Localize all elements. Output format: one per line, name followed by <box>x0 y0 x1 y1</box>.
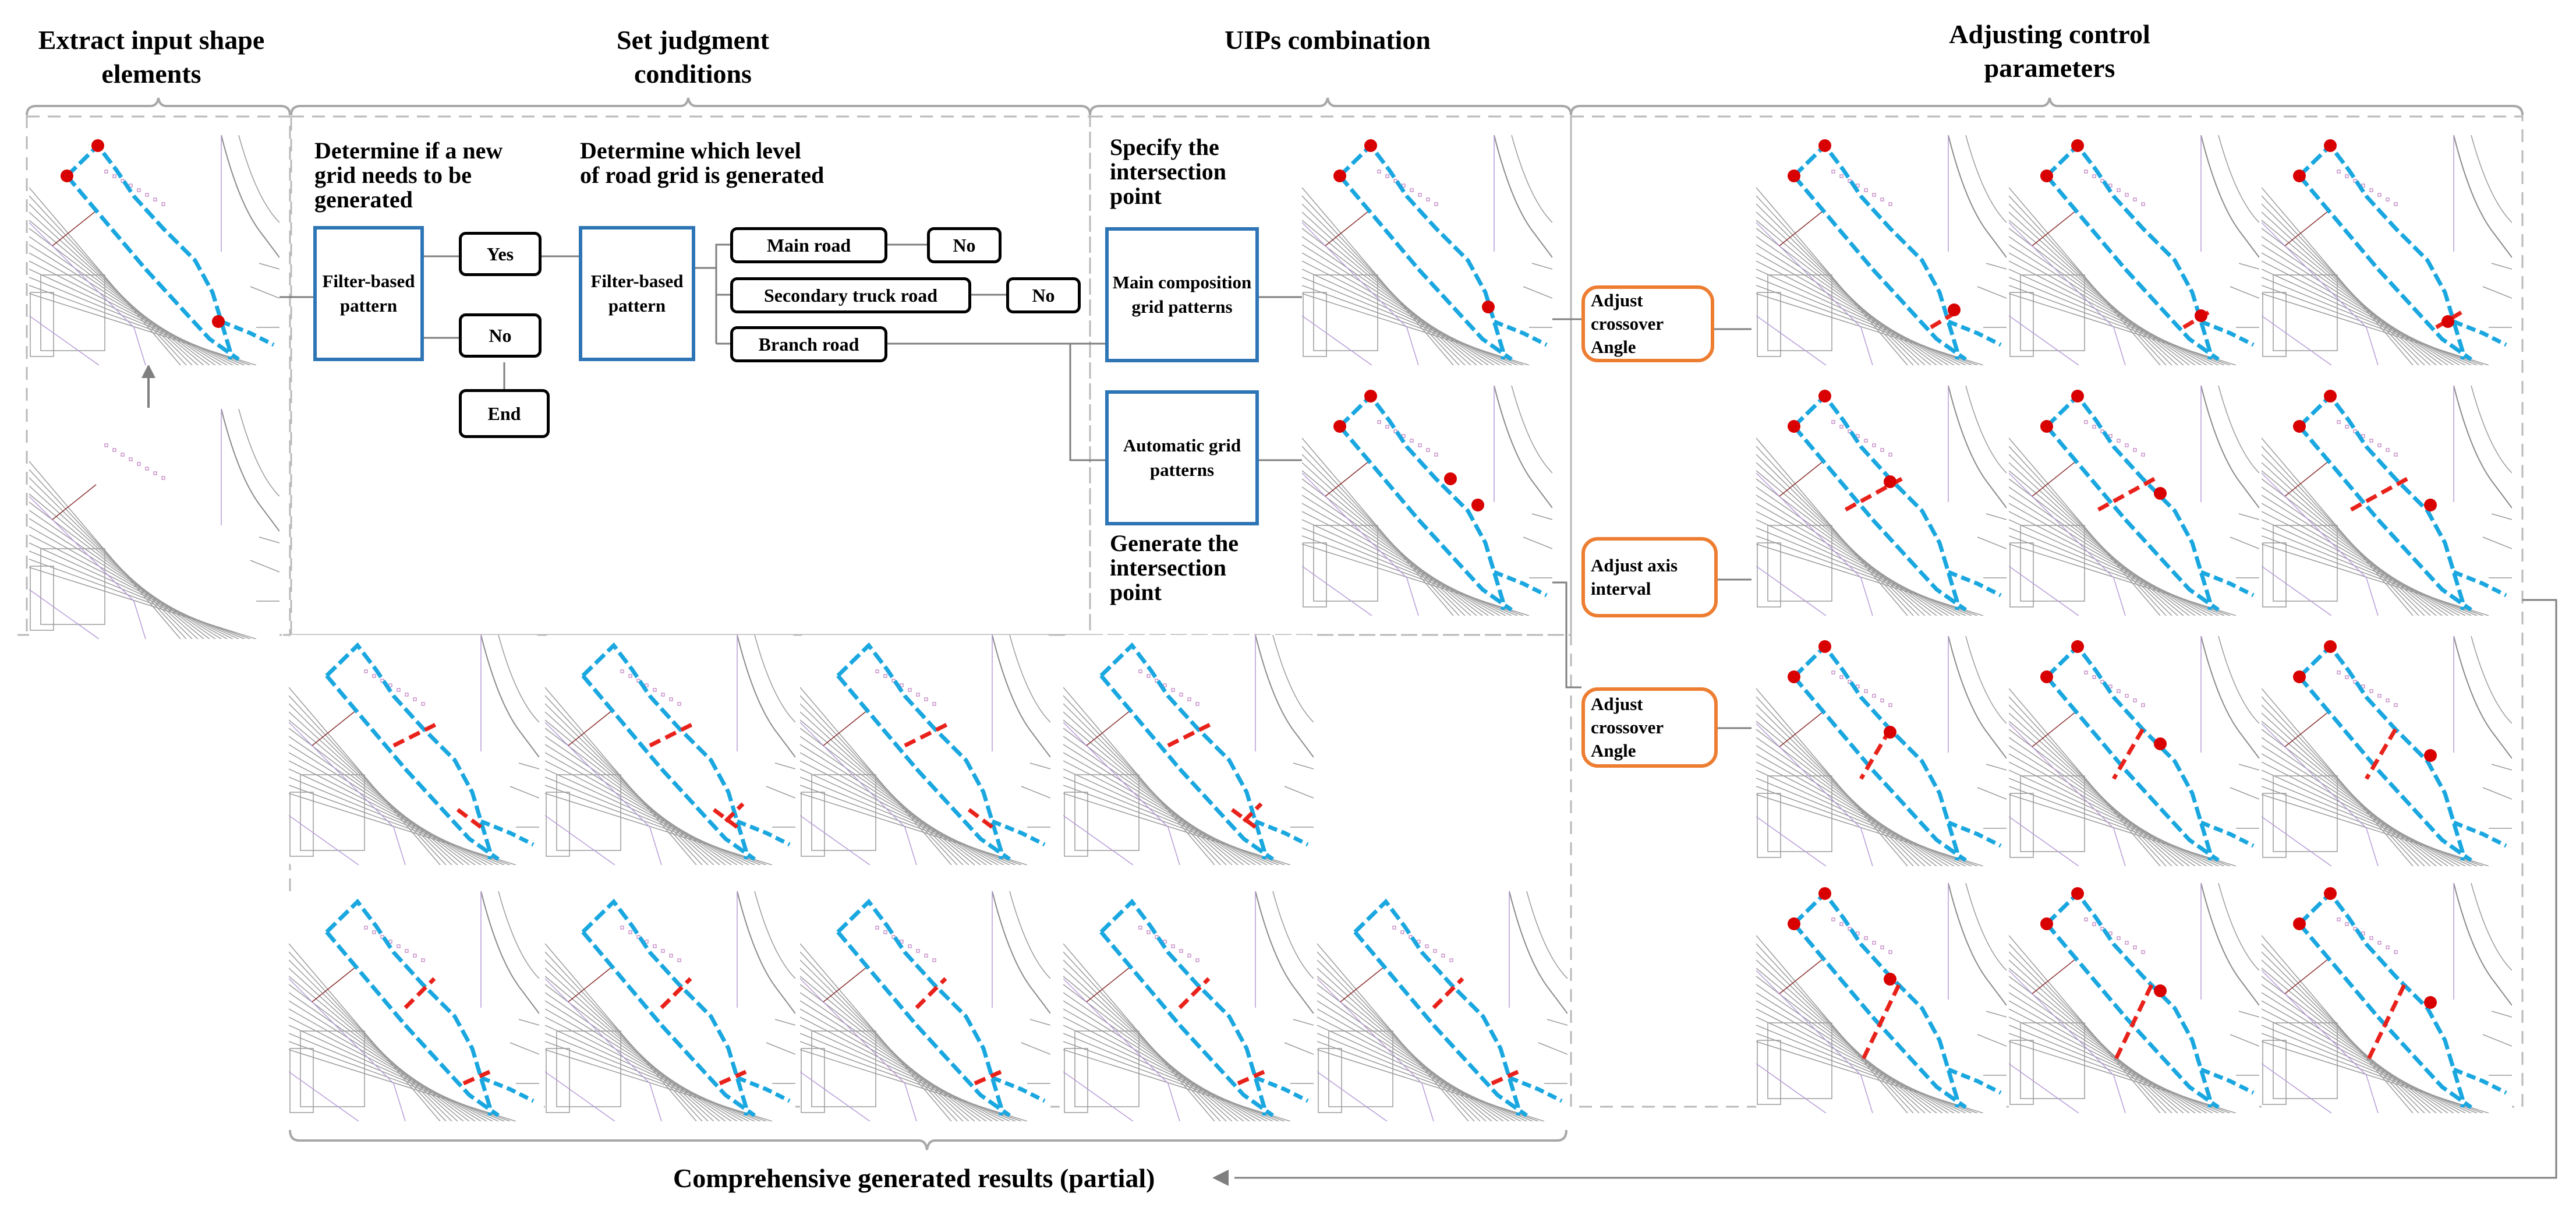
automatic-grid-box: Automatic grid patterns <box>1105 390 1259 525</box>
map-thumbnail <box>2261 882 2513 1114</box>
map-thumbnail-drawing <box>1301 385 1553 616</box>
map-thumbnail-drawing <box>799 891 1051 1122</box>
map-thumbnail-drawing <box>1756 385 2007 616</box>
map-thumbnail-drawing <box>1301 135 1553 366</box>
map-thumbnail <box>29 135 280 366</box>
map-thumbnail <box>1317 891 1568 1122</box>
heading-adjusting: Adjusting control parameters <box>1949 19 2150 83</box>
brace-judgment <box>290 97 1091 116</box>
filter-pattern-box-1: Filter-based pattern <box>313 226 424 361</box>
map-thumbnail <box>799 891 1051 1122</box>
map-thumbnail <box>1756 882 2007 1114</box>
map-thumbnail <box>29 408 280 640</box>
map-thumbnail <box>2261 135 2513 366</box>
yes-node: Yes <box>459 232 542 276</box>
map-thumbnail-drawing <box>1063 634 1314 866</box>
map-thumbnail-drawing <box>2008 882 2260 1114</box>
map-thumbnail <box>1301 135 1553 366</box>
map-thumbnail <box>2261 385 2513 616</box>
filter-pattern-box-2: Filter-based pattern <box>579 226 695 361</box>
map-thumbnail <box>1756 385 2007 616</box>
heading-extract: Extract input shape elements <box>38 25 265 89</box>
map-thumbnail <box>2008 385 2260 616</box>
heading-judgment: Set judgment conditions <box>617 25 769 89</box>
specify-intersection-label: Specify the intersection point <box>1110 134 1226 209</box>
map-thumbnail <box>1756 635 2007 867</box>
map-thumbnail <box>799 634 1051 866</box>
map-thumbnail <box>2008 635 2260 867</box>
map-thumbnail <box>2261 635 2513 867</box>
map-thumbnail-drawing <box>1063 891 1314 1122</box>
question-new-grid: Determine if a new grid needs to be gene… <box>314 137 503 213</box>
frame-judgment <box>290 115 1091 636</box>
map-thumbnail-drawing <box>2008 635 2260 867</box>
map-thumbnail <box>288 634 540 866</box>
footer-caption: Comprehensive generated results (partial… <box>673 1163 1155 1193</box>
map-thumbnail-drawing <box>2008 385 2260 616</box>
map-thumbnail-drawing <box>2261 385 2513 616</box>
map-thumbnail <box>1063 634 1314 866</box>
main-road-no: No <box>927 227 1002 263</box>
generate-intersection-label: Generate the intersection point <box>1110 530 1239 605</box>
branch-road-node: Branch road <box>730 326 887 362</box>
secondary-road-node: Secondary truck road <box>730 277 971 313</box>
frame-uips <box>1089 115 1572 636</box>
secondary-road-no: No <box>1006 277 1081 313</box>
adjust-axis-interval: Adjust axis interval <box>1581 537 1718 617</box>
arrow-up <box>141 364 155 378</box>
end-node: End <box>459 389 550 438</box>
map-thumbnail-drawing <box>29 135 280 366</box>
question-road-level: Determine which level of road grid is ge… <box>580 137 825 188</box>
map-thumbnail-drawing <box>2261 635 2513 867</box>
map-thumbnail-drawing <box>544 634 796 866</box>
map-thumbnail <box>2008 135 2260 366</box>
brace-uips <box>1089 97 1572 116</box>
map-thumbnail-drawing <box>1756 882 2007 1114</box>
map-thumbnail-drawing <box>1317 891 1568 1122</box>
map-thumbnail-drawing <box>2261 135 2513 366</box>
brace-results <box>289 1129 1567 1150</box>
map-thumbnail <box>1301 385 1553 616</box>
main-composition-box: Main composition grid patterns <box>1105 227 1259 362</box>
map-thumbnail-drawing <box>544 891 796 1122</box>
map-thumbnail <box>544 891 796 1122</box>
map-thumbnail-drawing <box>29 408 280 640</box>
map-thumbnail <box>1063 891 1314 1122</box>
map-thumbnail <box>544 634 796 866</box>
map-thumbnail-drawing <box>288 891 540 1122</box>
map-thumbnail-drawing <box>1756 135 2007 366</box>
map-thumbnail <box>2008 882 2260 1114</box>
map-thumbnail <box>1756 135 2007 366</box>
map-thumbnail-drawing <box>799 634 1051 866</box>
main-road-node: Main road <box>730 227 887 263</box>
adjust-crossover-angle-2: Adjust crossover Angle <box>1581 687 1718 768</box>
map-thumbnail-drawing <box>1756 635 2007 867</box>
brace-extract <box>26 97 291 116</box>
adjust-crossover-angle-1: Adjust crossover Angle <box>1581 285 1714 362</box>
brace-adjusting <box>1570 97 2524 116</box>
heading-uips: UIPs combination <box>1225 25 1431 55</box>
map-thumbnail-drawing <box>2008 135 2260 366</box>
map-thumbnail-drawing <box>288 634 540 866</box>
map-thumbnail <box>288 891 540 1122</box>
no-node: No <box>459 313 542 358</box>
map-thumbnail-drawing <box>2261 882 2513 1114</box>
arrow-left <box>1212 1170 1229 1186</box>
